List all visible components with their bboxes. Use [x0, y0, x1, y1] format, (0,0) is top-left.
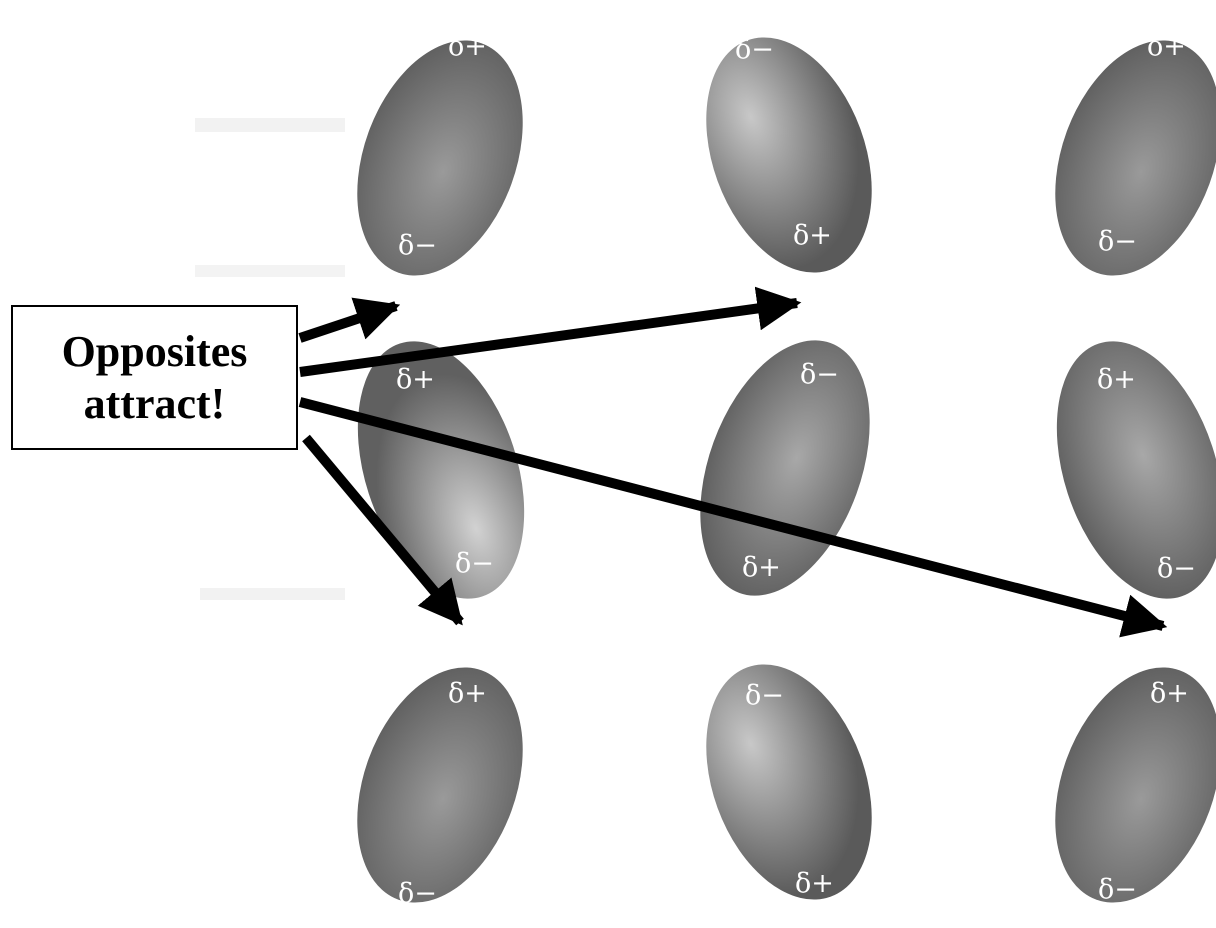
molecule — [706, 664, 872, 900]
charge-positive: δ+ — [793, 220, 832, 251]
charge-positive: δ+ — [396, 364, 435, 395]
arrow-to-bottom-left-gap — [302, 434, 464, 626]
molecule-body — [1056, 341, 1216, 599]
opposites-attract-callout: Opposites attract! — [11, 305, 298, 450]
callout-line-2: attract! — [83, 378, 226, 428]
background-smudges — [195, 118, 345, 600]
charge-negative: δ− — [735, 34, 774, 65]
charge-positive: δ+ — [1097, 364, 1136, 395]
molecule-body — [357, 40, 523, 276]
charge-negative: δ− — [398, 878, 437, 909]
smudge — [195, 118, 345, 132]
molecule-body — [1055, 667, 1216, 903]
charge-positive: δ+ — [742, 552, 781, 583]
smudge — [195, 265, 345, 277]
charge-negative: δ− — [398, 230, 437, 261]
molecule — [357, 667, 523, 903]
callout-line-1: Opposites — [61, 326, 248, 376]
molecule-body — [706, 37, 872, 273]
molecule-body — [357, 667, 523, 903]
arrow-to-top-middle-gap — [299, 286, 802, 377]
charge-negative: δ− — [1098, 226, 1137, 257]
charge-negative: δ− — [455, 548, 494, 579]
molecule-body — [700, 340, 870, 596]
charge-negative: δ− — [745, 680, 784, 711]
charge-positive: δ+ — [795, 868, 834, 899]
charge-positive: δ+ — [448, 678, 487, 709]
smudge — [200, 588, 345, 600]
molecule-body — [706, 664, 872, 900]
molecule-body — [1055, 40, 1216, 276]
charge-positive: δ+ — [1150, 678, 1189, 709]
molecule-body — [357, 341, 525, 599]
molecule — [1055, 667, 1216, 903]
charge-negative: δ− — [800, 359, 839, 390]
molecule — [700, 340, 870, 596]
attraction-arrows — [298, 286, 1168, 638]
molecule — [357, 40, 523, 276]
arrow-to-bottom-right-gap — [298, 397, 1168, 638]
molecule — [357, 341, 525, 599]
molecule — [706, 37, 872, 273]
charge-positive: δ+ — [1147, 31, 1186, 62]
charge-negative: δ− — [1157, 553, 1196, 584]
molecule — [1055, 40, 1216, 276]
charge-positive: δ+ — [448, 31, 487, 62]
charge-negative: δ− — [1098, 874, 1137, 905]
molecule — [1056, 341, 1216, 599]
arrow-to-top-left-gap — [298, 297, 401, 343]
